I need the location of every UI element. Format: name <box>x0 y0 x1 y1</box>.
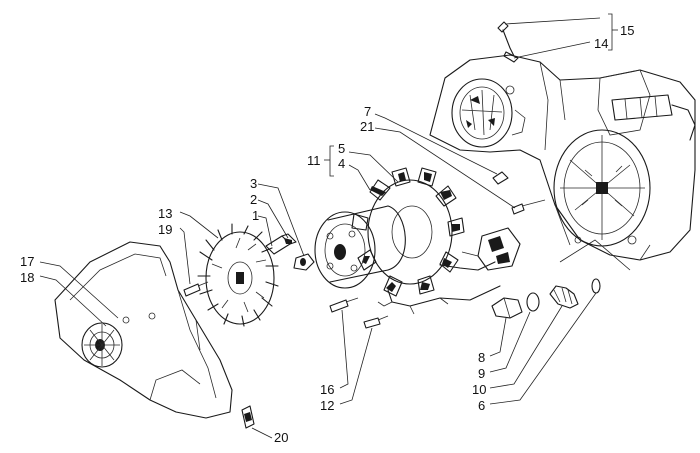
part-8-plug <box>491 297 523 319</box>
part-2-nut <box>293 253 315 271</box>
leader-1 <box>257 215 273 247</box>
leader-19 <box>179 227 191 285</box>
leader-13 <box>179 211 219 239</box>
leader-12 <box>339 327 373 405</box>
part-10-spring <box>549 285 579 309</box>
callout-1: 1 <box>252 208 259 223</box>
part-21-pin <box>511 199 546 215</box>
part-12-screw <box>363 315 389 329</box>
part-14-bracket-bolt <box>497 21 519 63</box>
leader-17 <box>39 261 119 319</box>
leader-20 <box>251 427 273 439</box>
callout-6: 6 <box>478 398 485 413</box>
callout-12: 12 <box>320 398 334 413</box>
cooling-fan <box>197 223 279 327</box>
callout-7: 7 <box>364 104 371 119</box>
flywheel-rotor <box>314 205 406 289</box>
leader-2 <box>257 199 289 239</box>
leader-7 <box>374 113 498 175</box>
callout-3: 3 <box>250 176 257 191</box>
callout-18: 18 <box>20 270 34 285</box>
leader-group-6-10 <box>559 239 631 271</box>
leader-8 <box>489 317 507 357</box>
fan-cover <box>54 241 233 419</box>
stator-assembly <box>351 167 521 315</box>
callout-16: 16 <box>320 382 334 397</box>
leader-9 <box>489 311 531 373</box>
leader-3 <box>257 183 305 257</box>
callout-19: 19 <box>158 222 172 237</box>
callout-4: 4 <box>338 156 345 171</box>
callout-10: 10 <box>472 382 486 397</box>
part-16-stud <box>329 297 359 313</box>
bracket-15 <box>608 13 613 51</box>
callout-5: 5 <box>338 141 345 156</box>
part-6-ring <box>591 278 601 294</box>
leader-21 <box>374 127 516 209</box>
part-1-sleeve <box>265 233 297 255</box>
callout-8: 8 <box>478 350 485 365</box>
callout-9: 9 <box>478 366 485 381</box>
leader-5 <box>348 151 399 183</box>
leader-18 <box>39 275 107 327</box>
leader-16 <box>339 309 349 389</box>
part-7-key <box>492 171 509 185</box>
leader-15a <box>504 17 601 25</box>
part-19-screw <box>183 281 209 297</box>
part-9-oring <box>526 292 540 312</box>
engine-crankcase <box>429 54 696 261</box>
callout-21: 21 <box>360 119 374 134</box>
callout-20: 20 <box>274 430 288 445</box>
leader-6 <box>489 292 597 405</box>
callout-2: 2 <box>250 192 257 207</box>
leader-14 <box>513 41 591 59</box>
leader-10 <box>489 305 563 389</box>
callout-11: 11 <box>307 153 321 168</box>
callout-13: 13 <box>158 206 172 221</box>
bracket-11 <box>329 145 334 177</box>
leader-4 <box>348 164 371 191</box>
part-20-clip <box>241 405 255 429</box>
callout-15: 15 <box>620 23 634 38</box>
callout-14: 14 <box>594 36 608 51</box>
callout-17: 17 <box>20 254 34 269</box>
